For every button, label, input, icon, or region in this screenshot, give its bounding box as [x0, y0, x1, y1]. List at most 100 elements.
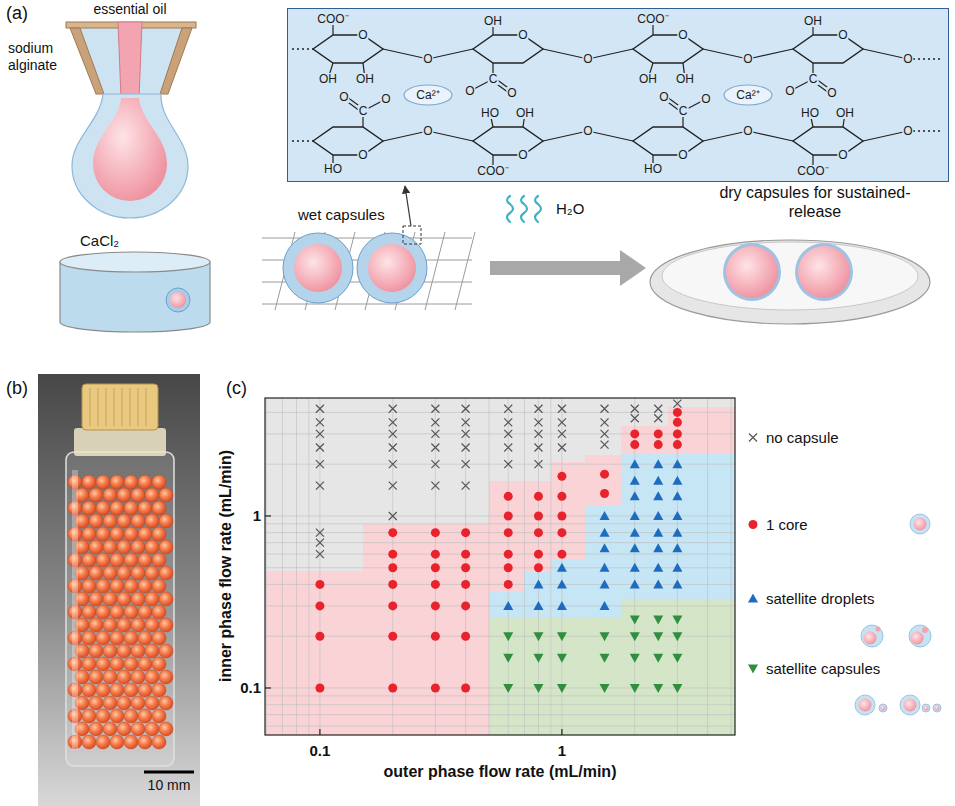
capsule-bead [152, 553, 166, 567]
cross-marker [558, 430, 566, 438]
dot-marker [388, 683, 397, 692]
cross-marker [462, 405, 470, 413]
cross-marker [601, 441, 609, 449]
capsule-bead [82, 553, 96, 567]
cross-marker [654, 405, 662, 413]
capsule-bead [117, 722, 131, 736]
capsule-bead [103, 644, 117, 658]
capsule-bead [159, 722, 173, 736]
grid-line [266, 398, 267, 735]
satellite-capsule-shell [933, 704, 941, 712]
atom-label: O [902, 125, 913, 137]
chain-continuation [292, 140, 313, 141]
atom-label: COO⁻ [796, 165, 829, 177]
triangle-marker [630, 543, 640, 552]
atom-label: O [380, 93, 391, 105]
capsule-bead [82, 527, 96, 541]
triangle-down-marker [672, 616, 682, 625]
capsule-icon-shell [861, 625, 883, 647]
dot-marker [534, 550, 543, 559]
cross-marker [462, 444, 470, 452]
triangle-marker [653, 476, 663, 485]
capsule-bead [110, 527, 124, 541]
capsule-shell [795, 243, 853, 301]
capsule-bead [152, 631, 166, 645]
cap-ridge [130, 388, 131, 426]
panel-b-photo [38, 374, 200, 806]
vapour-wave [535, 196, 541, 222]
dot-marker [557, 492, 566, 501]
capsule-bead [131, 592, 145, 606]
bond-line [543, 131, 588, 141]
cross-marker [389, 418, 397, 426]
scale-bar [144, 771, 194, 774]
triangle-marker [672, 511, 682, 520]
grid-line [489, 398, 490, 735]
grid-line [265, 687, 735, 688]
atom-label: O [357, 149, 368, 161]
capsule-bead [96, 527, 110, 541]
cross-marker [316, 430, 324, 438]
cross-marker [558, 418, 566, 426]
cross-marker [462, 430, 470, 438]
dot-marker [461, 683, 470, 692]
capsule-icon-core [904, 699, 917, 712]
capsule-bead [110, 579, 124, 593]
cross-marker [389, 430, 397, 438]
capsule-bead [138, 475, 152, 489]
triangle-down-marker [630, 632, 640, 641]
region-satellite-droplets [585, 506, 620, 617]
capsule-bead [110, 553, 124, 567]
capsule-bead [103, 566, 117, 580]
tick-label: 1 [558, 742, 566, 760]
grid-line [265, 542, 735, 543]
capillary-wall [160, 28, 192, 94]
dot-marker [431, 580, 440, 589]
sugar-ring [313, 35, 383, 63]
axis-title: inner phase flow rate (mL/min) [216, 450, 235, 682]
calcium-ion [404, 85, 452, 105]
capsule-bead [138, 631, 152, 645]
dot-marker [557, 472, 566, 481]
capsule-bead [89, 540, 103, 554]
cross-marker [654, 414, 662, 422]
dot-marker [461, 580, 470, 589]
dot-marker [461, 550, 470, 559]
dot-marker [315, 632, 324, 641]
panel-letter: (b) [6, 378, 28, 400]
capsule-bead [96, 735, 110, 749]
triangle-marker [600, 601, 610, 610]
dot-marker [431, 683, 440, 692]
atom-label: O [464, 85, 475, 97]
bond-line [543, 49, 588, 59]
atom-label: O [837, 29, 848, 41]
triangle-marker [557, 563, 567, 572]
atom-label: O [357, 29, 368, 41]
triangle-down-marker [630, 654, 640, 663]
triangle-down-marker [653, 616, 663, 625]
cross-marker [431, 460, 439, 468]
sugar-ring [473, 127, 543, 155]
triangle-marker [600, 563, 610, 572]
triangle-marker [557, 579, 567, 588]
capsule-bead [159, 488, 173, 502]
capsule-bead [152, 657, 166, 671]
capsule-bead [152, 709, 166, 723]
region-satellite-droplets [621, 454, 735, 599]
atom-label: O [742, 125, 753, 137]
cross-marker [558, 405, 566, 413]
dot-marker [431, 563, 440, 572]
cross-marker [431, 444, 439, 452]
cross-marker [431, 430, 439, 438]
cross-marker [504, 405, 512, 413]
vial-cap [82, 384, 158, 430]
bath-surface [60, 252, 210, 272]
triangle-marker [672, 528, 682, 537]
capsule-icon-shell [910, 514, 930, 534]
capsule-bead [159, 618, 173, 632]
triangle-marker [533, 601, 543, 610]
bond-line [703, 49, 748, 59]
dot-marker [654, 429, 663, 438]
capsule-bead [145, 488, 159, 502]
triangle-down-marker [630, 616, 640, 625]
